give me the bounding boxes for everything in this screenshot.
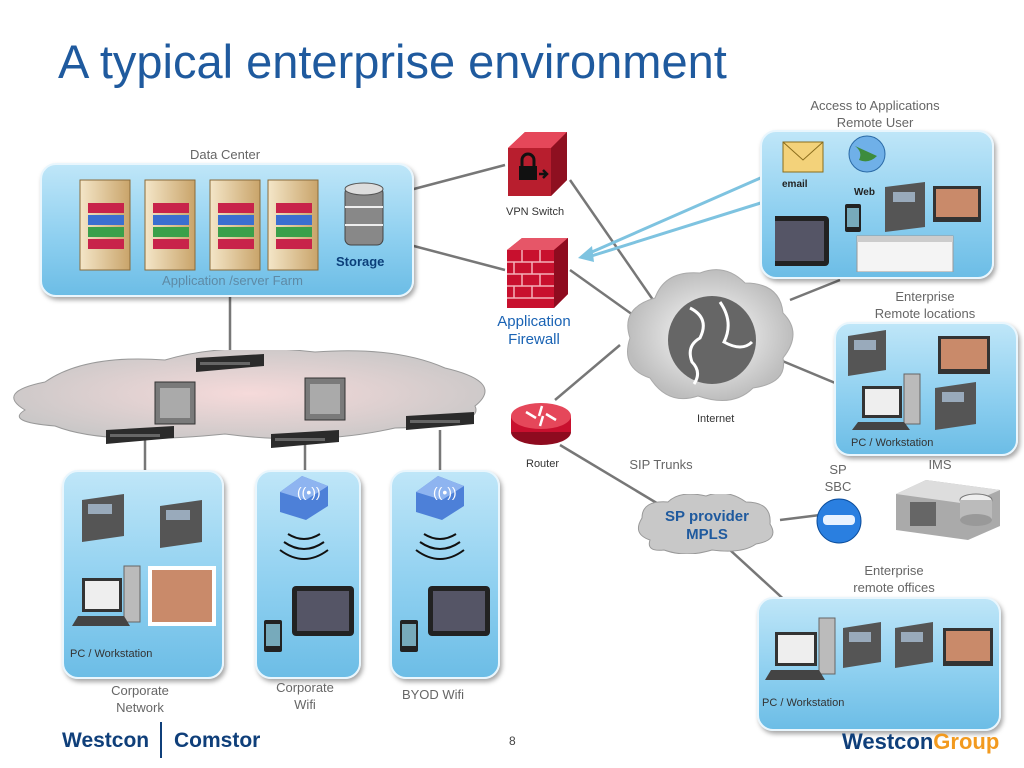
video-phone-icon [148, 566, 216, 626]
westcon-group-logo: WestconGroup [842, 729, 999, 755]
email-icon [782, 141, 824, 173]
email-icon-label: email [782, 179, 808, 190]
video-phone-icon [938, 336, 990, 374]
enterprise-remote-offices-label: Enterprise remote offices [853, 563, 935, 595]
byod-wifi-devices: ((•)) [400, 476, 490, 652]
internet-label: Internet [697, 413, 735, 425]
pc-workstation-icon [852, 373, 921, 430]
westcon-group-logo-westcon: Westcon [842, 729, 934, 754]
data-center-label: Data Center [189, 147, 261, 162]
desk-phone-icon [848, 330, 886, 376]
access-switch-icon [196, 354, 264, 372]
vpn-switch-label: VPN Switch [506, 206, 565, 218]
server-rack-icon [267, 179, 319, 271]
sp-sbc-label: SP SBC [824, 462, 852, 494]
corporate-network-devices [72, 494, 216, 626]
westcon-logo: Westcon [62, 729, 150, 752]
storage-label: Storage [336, 254, 385, 269]
pc-workstation-icon [72, 565, 141, 626]
corporate-wifi-devices: ((•)) [264, 476, 354, 652]
sbc-icon [816, 498, 862, 544]
pc-workstation-icon [765, 617, 836, 680]
comstor-logo: Comstor [174, 729, 261, 752]
tablet-icon [292, 586, 354, 636]
pc-workstation-offices-label: PC / Workstation [762, 697, 845, 709]
firewall-icon [507, 238, 568, 308]
byod-wifi-label: BYOD Wifi [401, 687, 465, 702]
enterprise-remote-locations-label: Enterprise Remote locations [874, 289, 976, 321]
slide-title: A typical enterprise environment [58, 35, 727, 88]
web-icon-label: Web [854, 187, 875, 198]
desk-phone-icon [895, 622, 933, 668]
smartphone-icon [845, 204, 861, 232]
corporate-backbone-cloud [13, 350, 486, 440]
access-remote-user-label: Access to Applications Remote User [810, 98, 940, 130]
tablet-icon [428, 586, 490, 636]
ims-label: IMS [928, 457, 952, 472]
access-point-icon: ((•)) [416, 476, 464, 520]
remote-location-devices [848, 330, 990, 430]
access-point-icon: ((•)) [280, 476, 328, 520]
access-switch-icon [271, 430, 339, 448]
desk-phone-icon [885, 182, 925, 232]
pc-workstation-corp-label: PC / Workstation [70, 648, 153, 660]
wifi-waves-icon [279, 533, 329, 560]
desk-phone-icon [160, 500, 202, 548]
vpn-switch-icon [508, 132, 567, 196]
core-switch-icon [304, 377, 346, 421]
remote-user-devices [775, 135, 981, 272]
ims-server-icon [896, 480, 1000, 540]
smartphone-icon [264, 620, 282, 652]
internet-cloud-icon [627, 269, 794, 401]
svg-text:((•)): ((•)) [297, 484, 321, 500]
wifi-waves-icon [415, 533, 465, 560]
remote-office-devices [765, 617, 993, 680]
page-number: 8 [509, 734, 516, 748]
server-rack-icon [209, 179, 261, 271]
globe-icon [848, 135, 886, 173]
sp-provider-label: SP provider MPLS [665, 508, 749, 543]
logo-divider [160, 722, 162, 758]
svg-text:((•)): ((•)) [433, 484, 457, 500]
server-rack-icon [79, 179, 131, 271]
corporate-network-label: Corporate Network [111, 683, 169, 715]
router-icon [511, 403, 571, 445]
application-firewall-label: Application Firewall [497, 313, 571, 348]
tablet-icon [775, 216, 829, 266]
server-rack-icon [144, 179, 196, 271]
access-switch-icon [406, 412, 474, 430]
desk-phone-icon [82, 494, 124, 542]
smartphone-icon [400, 620, 418, 652]
video-phone-icon [943, 628, 993, 666]
desk-phone-icon [935, 382, 976, 430]
westcon-group-logo-group: Group [933, 729, 1000, 754]
storage-icon [344, 182, 384, 246]
app-server-farm-label: Application /server Farm [162, 273, 303, 288]
softphone-window-icon [856, 235, 954, 272]
core-switch-icon [154, 381, 196, 425]
server-rack-icons [79, 179, 384, 271]
access-switch-icon [106, 426, 174, 444]
desk-phone-icon [843, 622, 881, 668]
video-phone-icon [933, 186, 981, 222]
corporate-wifi-label: Corporate Wifi [276, 680, 334, 712]
pc-workstation-remote-loc-label: PC / Workstation [851, 437, 934, 449]
sip-trunks-label: SIP Trunks [629, 457, 693, 472]
sp-provider-cloud-icon [637, 494, 774, 554]
router-label: Router [526, 458, 560, 470]
